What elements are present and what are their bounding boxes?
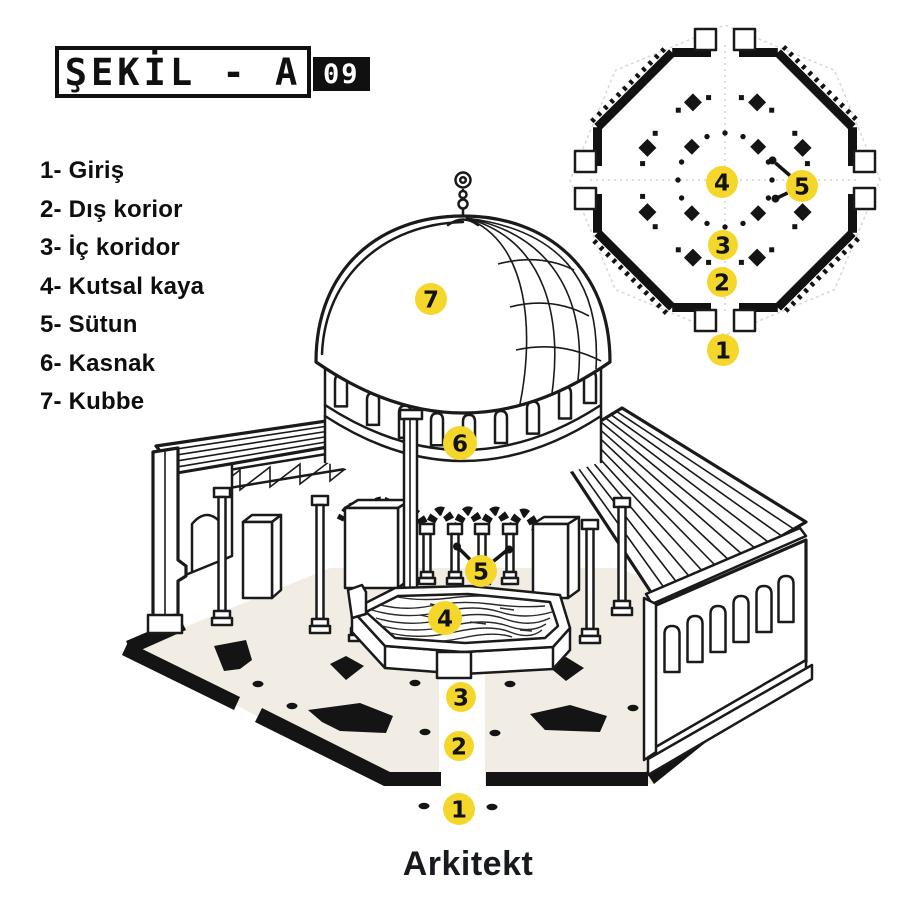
badge-main-7: 7: [415, 283, 447, 315]
left-pier: [343, 498, 413, 590]
svg-text:2: 2: [714, 271, 730, 297]
badge-plan-2: 2: [707, 267, 737, 297]
legend-item-5: 5- Sütun: [40, 306, 204, 345]
left-cut-post: [146, 446, 188, 635]
inner-arcade: [336, 408, 634, 645]
legend-item-label: 6- Kasnak: [40, 349, 156, 377]
figure-number-badge: 09: [313, 57, 370, 91]
svg-text:2: 2: [451, 735, 467, 761]
cutaway-illustration: 7 6 5 4 3 2: [122, 171, 814, 825]
svg-text:3: 3: [453, 686, 469, 712]
plan-outer-walls: [590, 45, 860, 315]
figure-number: 09: [323, 58, 360, 90]
figure-title: ŞEKİL - A: [64, 50, 302, 94]
badge-main-6: 6: [443, 426, 477, 460]
legend-item-label: 1- Giriş: [40, 157, 125, 185]
badge-plan-3: 3: [708, 230, 738, 260]
figure-title-box: ŞEKİL - A: [55, 46, 311, 98]
svg-text:5: 5: [473, 560, 489, 586]
finial: [446, 171, 480, 227]
svg-text:6: 6: [452, 432, 468, 458]
floor-piers: [214, 640, 639, 811]
brand-logo: Arkitekt: [402, 845, 534, 883]
right-outer-wall: [642, 526, 814, 777]
legend-list: 1- Giriş 2- Dış korior 3- İç koridor 4- …: [40, 152, 204, 422]
svg-text:1: 1: [715, 339, 731, 365]
badge-plan-4: 4: [706, 166, 738, 198]
svg-text:4: 4: [437, 607, 453, 633]
right-colonnade: [578, 496, 634, 645]
wall-windows: [663, 574, 795, 674]
fence-post: [346, 583, 368, 620]
plan-octagon-piers: [638, 93, 812, 267]
badge-main-1: 1: [443, 793, 475, 825]
svg-text:1: 1: [451, 798, 467, 824]
svg-text:3: 3: [715, 234, 731, 260]
legend-item-3: 3- İç koridor: [40, 229, 204, 268]
wall-jamb: [642, 596, 658, 762]
plan-entrance-porches: [573, 27, 877, 333]
svg-text:5: 5: [794, 175, 810, 201]
entrance-path: [439, 648, 485, 800]
dome: [314, 171, 612, 415]
legend-item-1: 1- Giriş: [40, 152, 204, 191]
left-column-2: [308, 494, 332, 635]
rock-hatching: [369, 595, 553, 643]
badge-plan-5: 5: [768, 156, 818, 203]
interior-pier: [241, 513, 283, 600]
badge-plan-1: 1: [707, 334, 739, 366]
legend-item-2: 2- Dış korior: [40, 191, 204, 230]
badge-main-3: 3: [446, 682, 476, 712]
legend-item-7: 7- Kubbe: [40, 383, 204, 422]
dome-ribs: [465, 217, 602, 405]
legend-item-label: 2- Dış korior: [40, 195, 183, 223]
illustration-badges: 7 6 5 4 3 2: [415, 283, 513, 825]
badge-main-2: 2: [444, 731, 474, 761]
badge-main-4: 4: [428, 601, 462, 635]
badge-main-5: 5: [453, 542, 513, 587]
floor-plan: [569, 24, 881, 336]
legend-item-label: 5- Sütun: [40, 311, 138, 339]
svg-text:4: 4: [714, 171, 730, 197]
plan-badges: 4 5 3 2 1: [706, 156, 818, 366]
svg-text:7: 7: [423, 288, 439, 314]
legend-item-label: 7- Kubbe: [40, 388, 145, 416]
sacred-rock: [346, 583, 572, 680]
legend-item-label: 4- Kutsal kaya: [40, 272, 205, 300]
plan-inner-circle: [675, 130, 775, 230]
right-pier: [531, 515, 581, 600]
fence-step: [435, 650, 473, 680]
legend-item-6: 6- Kasnak: [40, 345, 204, 384]
left-column-1: [210, 486, 234, 627]
legend-item-label: 3- İç koridor: [40, 234, 180, 262]
legend-item-4: 4- Kutsal kaya: [40, 268, 204, 307]
